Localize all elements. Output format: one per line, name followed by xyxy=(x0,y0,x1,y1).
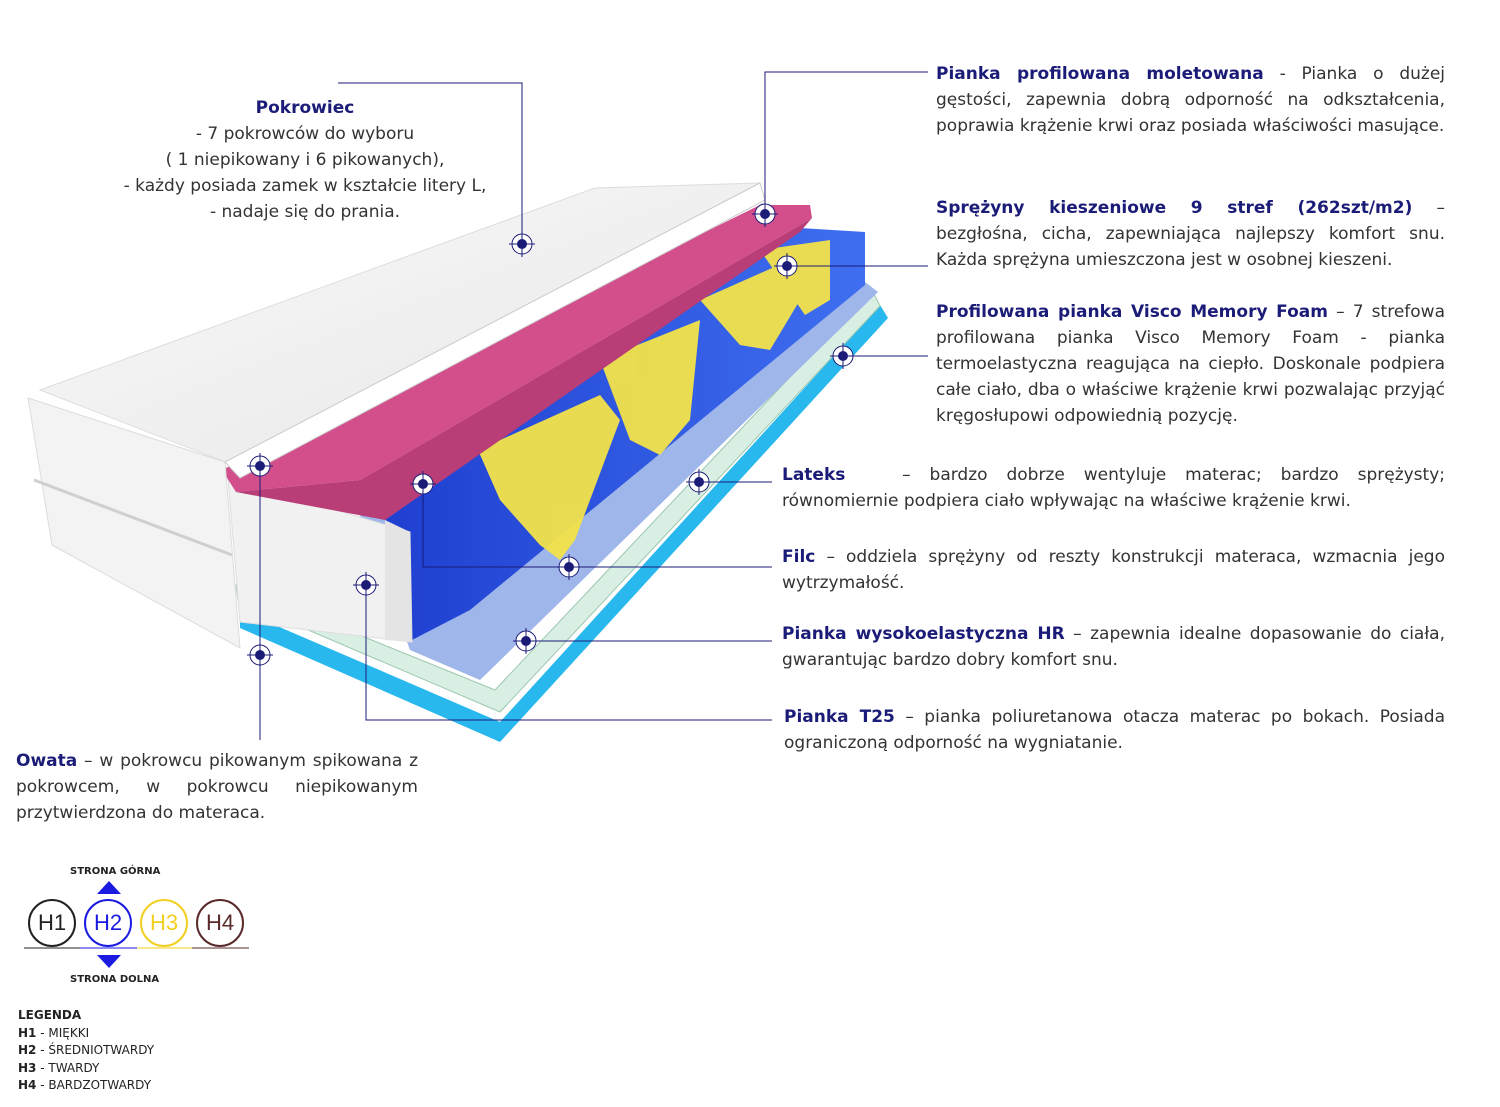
callout-owata: Owata – w pokrowcu pikowanym spikowana z… xyxy=(16,748,418,826)
callout-felt: Filc – oddziela sprężyny od reszty konst… xyxy=(782,544,1445,596)
callout-line: ( 1 niepikowany i 6 pikowanych), xyxy=(165,150,445,170)
marker-icon xyxy=(247,642,273,668)
legend-code: H3 xyxy=(18,1060,37,1075)
callout-text: – pianka poliuretanowa otacza materac po… xyxy=(784,707,1445,753)
hardness-h1: H1 xyxy=(28,899,76,947)
callout-pocket-springs: Sprężyny kieszeniowe 9 stref (262szt/m2)… xyxy=(936,195,1445,273)
callout-text: – w pokrowcu pikowanym spikowana z pokro… xyxy=(16,751,418,823)
hardness-legend: LEGENDA H1 - MIĘKKI H2 - ŚREDNIOTWARDY H… xyxy=(18,1007,154,1095)
callout-text: – bardzo dobrze wentyluje materac; bardz… xyxy=(782,465,1451,511)
hardness-h4: H4 xyxy=(196,899,244,947)
callout-title: Pianka profilowana moletowana xyxy=(936,64,1264,84)
callout-title: Lateks xyxy=(782,465,846,485)
callout-visco-foam: Profilowana pianka Visco Memory Foam – 7… xyxy=(936,299,1445,429)
callout-lines xyxy=(259,71,928,740)
marker-icon xyxy=(247,453,273,479)
profiled-foam-layer xyxy=(222,205,812,492)
callout-text: – oddziela sprężyny od reszty konstrukcj… xyxy=(782,547,1445,593)
bottom-side-label: STRONA DOLNA xyxy=(70,974,160,985)
callout-text: – 7 strefowa profilowana pianka Visco Me… xyxy=(936,302,1445,426)
callout-latex: Lateks – bardzo dobrze wentyluje materac… xyxy=(782,462,1445,514)
pokrowiec-callout: Pokrowiec - 7 pokrowców do wyboru ( 1 ni… xyxy=(105,95,505,225)
callout-t25-foam: Pianka T25 – pianka poliuretanowa otacza… xyxy=(784,704,1445,756)
legend-code: H1 xyxy=(18,1025,37,1040)
marker-icon xyxy=(686,469,712,495)
cover-front xyxy=(27,397,241,649)
spring-zone-yellow xyxy=(478,240,830,560)
legend-desc: - BARDZOTWARDY xyxy=(36,1078,152,1092)
marker-icon xyxy=(752,201,778,227)
marker-icon xyxy=(556,554,582,580)
callout-title: Sprężyny kieszeniowe 9 stref (262szt/m2) xyxy=(936,198,1413,218)
hardness-h2: H2 xyxy=(84,899,132,947)
callout-title: Pianka wysokoelastyczna HR xyxy=(782,624,1065,644)
callout-title: Pianka T25 xyxy=(784,707,895,727)
marker-icon xyxy=(830,343,856,369)
marker-icon xyxy=(410,471,436,497)
callout-markers xyxy=(247,201,856,668)
legend-desc: - TWARDY xyxy=(36,1060,100,1075)
callout-molded-foam: Pianka profilowana moletowana - Pianka o… xyxy=(936,61,1445,139)
top-side-label: STRONA GÓRNA xyxy=(70,866,161,877)
callout-title: Owata xyxy=(16,751,78,771)
marker-icon xyxy=(513,628,539,654)
callout-title: Pokrowiec xyxy=(255,98,355,118)
legend-code: H4 xyxy=(18,1078,37,1092)
callout-line: - każdy posiada zamek w kształcie litery… xyxy=(123,176,487,196)
legend-code: H2 xyxy=(18,1043,37,1057)
marker-icon xyxy=(353,572,379,598)
arrow-up-icon xyxy=(97,881,121,894)
legend-desc: - MIĘKKI xyxy=(36,1025,90,1040)
arrow-down-icon xyxy=(97,955,121,968)
callout-line: - 7 pokrowców do wyboru xyxy=(195,124,415,144)
callout-title: Filc xyxy=(782,547,816,567)
callout-title: Profilowana pianka Visco Memory Foam xyxy=(936,302,1328,322)
marker-icon xyxy=(509,231,535,257)
callout-hr-foam: Pianka wysokoelastyczna HR – zapewnia id… xyxy=(782,621,1445,673)
legend-title: LEGENDA xyxy=(18,1008,82,1022)
hr-foam-layer xyxy=(240,305,888,742)
callout-line: - nadaje się do prania. xyxy=(209,202,401,222)
callout-text: – zapewnia idealne dopasowanie do ciała,… xyxy=(782,624,1445,670)
callout-text: – bezgłośna, cicha, zapewniająca najleps… xyxy=(936,198,1445,270)
legend-desc: - ŚREDNIOTWARDY xyxy=(36,1043,155,1057)
marker-icon xyxy=(774,253,800,279)
hardness-h3: H3 xyxy=(140,899,188,947)
callout-text: - Pianka o dużej gęstości, zapewnia dobr… xyxy=(936,64,1446,136)
